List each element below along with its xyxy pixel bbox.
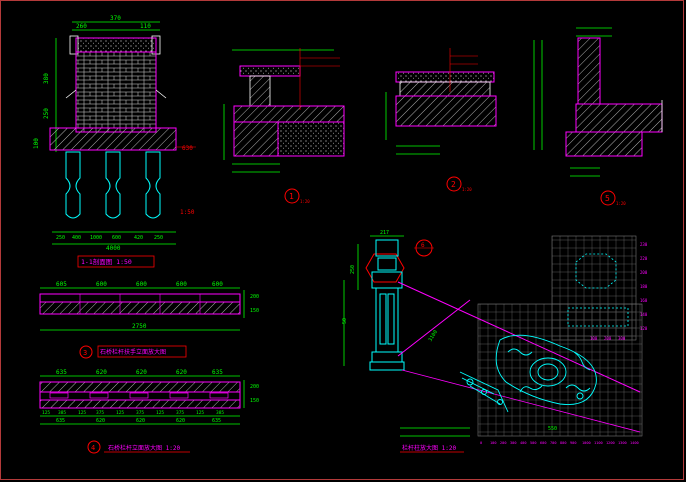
section1-scale-note: 1:50 [180, 209, 195, 216]
section1-title: 1-1剖面图 1:50 [81, 257, 132, 266]
beam4-tdim-3: 620 [136, 418, 145, 424]
beam-3-drawing: 605 600 600 600 600 200 150 2750 3 石桥栏杆扶… [39, 281, 259, 359]
railing-title: 栏杆柱放大图 1:20 [402, 444, 456, 452]
detail-5-scale: 1:20 [616, 201, 626, 206]
grid-bottom-4: 300 [510, 441, 517, 445]
beam3-title: 石桥栏杆扶手立面放大图 [100, 348, 166, 356]
beam4-tdim-5: 635 [212, 418, 221, 424]
dim-bottom-2: 400 [72, 235, 81, 241]
beam4-bdim-3: 125 [78, 410, 86, 416]
beam4-bdim-6: 375 [136, 410, 144, 416]
dim-bottom-6: 250 [154, 235, 163, 241]
dim-bottom-1: 250 [56, 235, 65, 241]
detail-1-number: 1 [289, 192, 294, 201]
dim-top-1: 370 [110, 15, 121, 22]
dim-left-2: 250 [43, 108, 50, 119]
grid-bottom-14: 1300 [618, 441, 627, 445]
grid-bottom-2: 100 [490, 441, 497, 445]
grid-bottom-8: 700 [550, 441, 557, 445]
detail-2-scale: 1:20 [462, 187, 472, 192]
beam4-dim-3: 620 [136, 369, 147, 376]
beam4-tdim-1: 635 [56, 418, 65, 424]
railing-slope-dim: 550 [548, 426, 557, 432]
beam4-side-2: 150 [250, 398, 259, 404]
detail-5-number: 5 [605, 194, 610, 203]
beam3-side-1: 200 [250, 294, 259, 300]
dim-top-2: 260 [76, 23, 87, 30]
detail-2-number: 2 [451, 180, 456, 189]
detail-5-drawing: 5 1:20 [533, 27, 663, 206]
beam4-tdim-4: 620 [176, 418, 185, 424]
grid-bottom-6: 500 [530, 441, 537, 445]
beam-4-drawing: 635 620 620 620 635 200 150 125 385 125 … [39, 369, 259, 454]
railing-post-drawing: 217 6 250 50 3100 550 [342, 230, 641, 453]
right-note: 630 [182, 145, 193, 152]
beam3-dim-4: 600 [176, 281, 187, 288]
beam4-bdim-1: 125 [42, 410, 50, 416]
detail-1-scale: 1:20 [300, 199, 310, 204]
dim-left-1: 380 [43, 73, 50, 84]
beam4-side-1: 200 [250, 384, 259, 390]
beam4-bdim-4: 375 [96, 410, 104, 416]
beam3-dim-2: 600 [96, 281, 107, 288]
beam4-bdim-5: 125 [116, 410, 124, 416]
beam4-bdim-8: 375 [176, 410, 184, 416]
grid-right-1: 230 [640, 242, 648, 247]
beam4-bdim-10: 385 [216, 410, 224, 416]
grid-bottom-10: 900 [570, 441, 577, 445]
beam3-dim-1: 605 [56, 281, 67, 288]
railing-dim-3: 50 [342, 318, 348, 324]
dim-bottom-3: 1000 [90, 235, 102, 241]
detail-2-drawing: 2 1:20 [385, 48, 497, 192]
beam4-dim-4: 620 [176, 369, 187, 376]
grid-bottom-12: 1100 [594, 441, 603, 445]
railing-diag-dim: 3100 [428, 329, 439, 342]
beam3-total: 2750 [132, 323, 147, 330]
dim-bottom-5: 420 [134, 235, 143, 241]
grid-bottom-5: 400 [520, 441, 527, 445]
railing-number: 6 [421, 242, 425, 249]
grid-right-5: 160 [640, 298, 648, 303]
railing-dim-1: 217 [380, 230, 389, 236]
grid-right-7: 120 [640, 326, 648, 331]
beam3-dim-3: 600 [136, 281, 147, 288]
beam3-side-2: 150 [250, 308, 259, 314]
grid-row-2: 200 [604, 336, 612, 341]
beam4-dim-2: 620 [96, 369, 107, 376]
beam4-bdim-9: 125 [196, 410, 204, 416]
beam3-dim-5: 600 [212, 281, 223, 288]
grid-right-6: 140 [640, 312, 648, 317]
grid-row-1: 100 [590, 336, 598, 341]
grid-bottom-1: 0 [480, 441, 482, 445]
railing-dim-2: 250 [350, 265, 356, 274]
grid-right-2: 220 [640, 256, 648, 261]
beam4-title: 石桥栏杆立面放大图 1:20 [108, 444, 180, 452]
beam4-dim-5: 635 [212, 369, 223, 376]
dim-top-3: 110 [140, 23, 151, 30]
section-1-1-drawing: 370 260 110 380 250 100 630 1:50 250 400… [33, 15, 196, 268]
grid-bottom-15: 1400 [630, 441, 639, 445]
detail-1-drawing: 1 1:20 [223, 48, 345, 204]
grid-backdrop: 230 220 200 180 160 140 120 100 200 300 … [477, 235, 648, 445]
beam4-bdim-7: 125 [156, 410, 164, 416]
grid-right-3: 200 [640, 270, 648, 275]
beam4-number: 4 [91, 444, 95, 452]
beam4-tdim-2: 620 [96, 418, 105, 424]
grid-right-4: 180 [640, 284, 648, 289]
dim-left-3: 100 [33, 138, 40, 149]
beam4-dim-1: 635 [56, 369, 67, 376]
grid-bottom-11: 1000 [582, 441, 591, 445]
grid-bottom-9: 800 [560, 441, 567, 445]
grid-bottom-7: 600 [540, 441, 547, 445]
beam4-bdim-2: 385 [58, 410, 66, 416]
beam3-number: 3 [83, 349, 87, 357]
dim-bottom-4: 600 [112, 235, 121, 241]
grid-bottom-3: 200 [500, 441, 507, 445]
grid-row-3: 300 [618, 336, 626, 341]
grid-bottom-13: 1200 [606, 441, 615, 445]
dim-total: 4000 [106, 245, 121, 252]
